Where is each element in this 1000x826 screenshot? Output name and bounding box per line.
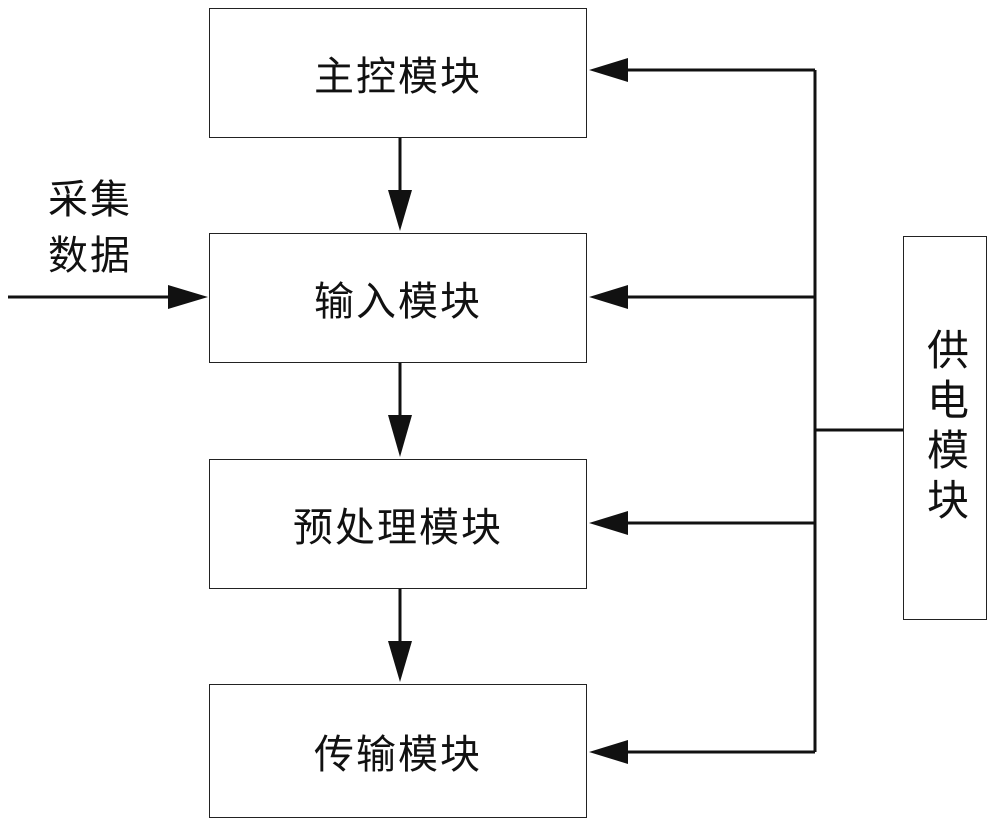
power-arrow-input xyxy=(589,285,815,309)
input-module: 输入模块 xyxy=(209,233,587,363)
power-supply-module: 供电模块 xyxy=(903,236,987,620)
collected-data-label: 采集 数据 xyxy=(30,172,150,284)
flow-arrow-preprocessing-to-transmission xyxy=(388,589,412,682)
main-control-module-label: 主控模块 xyxy=(314,44,482,102)
power-bus xyxy=(815,70,903,752)
collected-data-label-line2: 数据 xyxy=(30,228,150,284)
transmission-module-label: 传输模块 xyxy=(314,722,482,780)
power-arrow-main xyxy=(589,58,815,82)
transmission-module: 传输模块 xyxy=(209,684,587,818)
collected-data-label-line1: 采集 xyxy=(30,172,150,228)
data-input-arrow xyxy=(8,285,208,309)
power-supply-module-label: 供电模块 xyxy=(915,328,976,528)
power-arrow-transmission xyxy=(589,740,815,764)
main-control-module: 主控模块 xyxy=(209,8,587,138)
input-module-label: 输入模块 xyxy=(314,269,482,327)
preprocessing-module: 预处理模块 xyxy=(209,459,587,589)
power-arrow-preprocessing xyxy=(589,511,815,535)
preprocessing-module-label: 预处理模块 xyxy=(293,495,503,553)
flow-arrow-input-to-preprocessing xyxy=(388,363,412,457)
flow-arrow-main-to-input xyxy=(388,138,412,231)
